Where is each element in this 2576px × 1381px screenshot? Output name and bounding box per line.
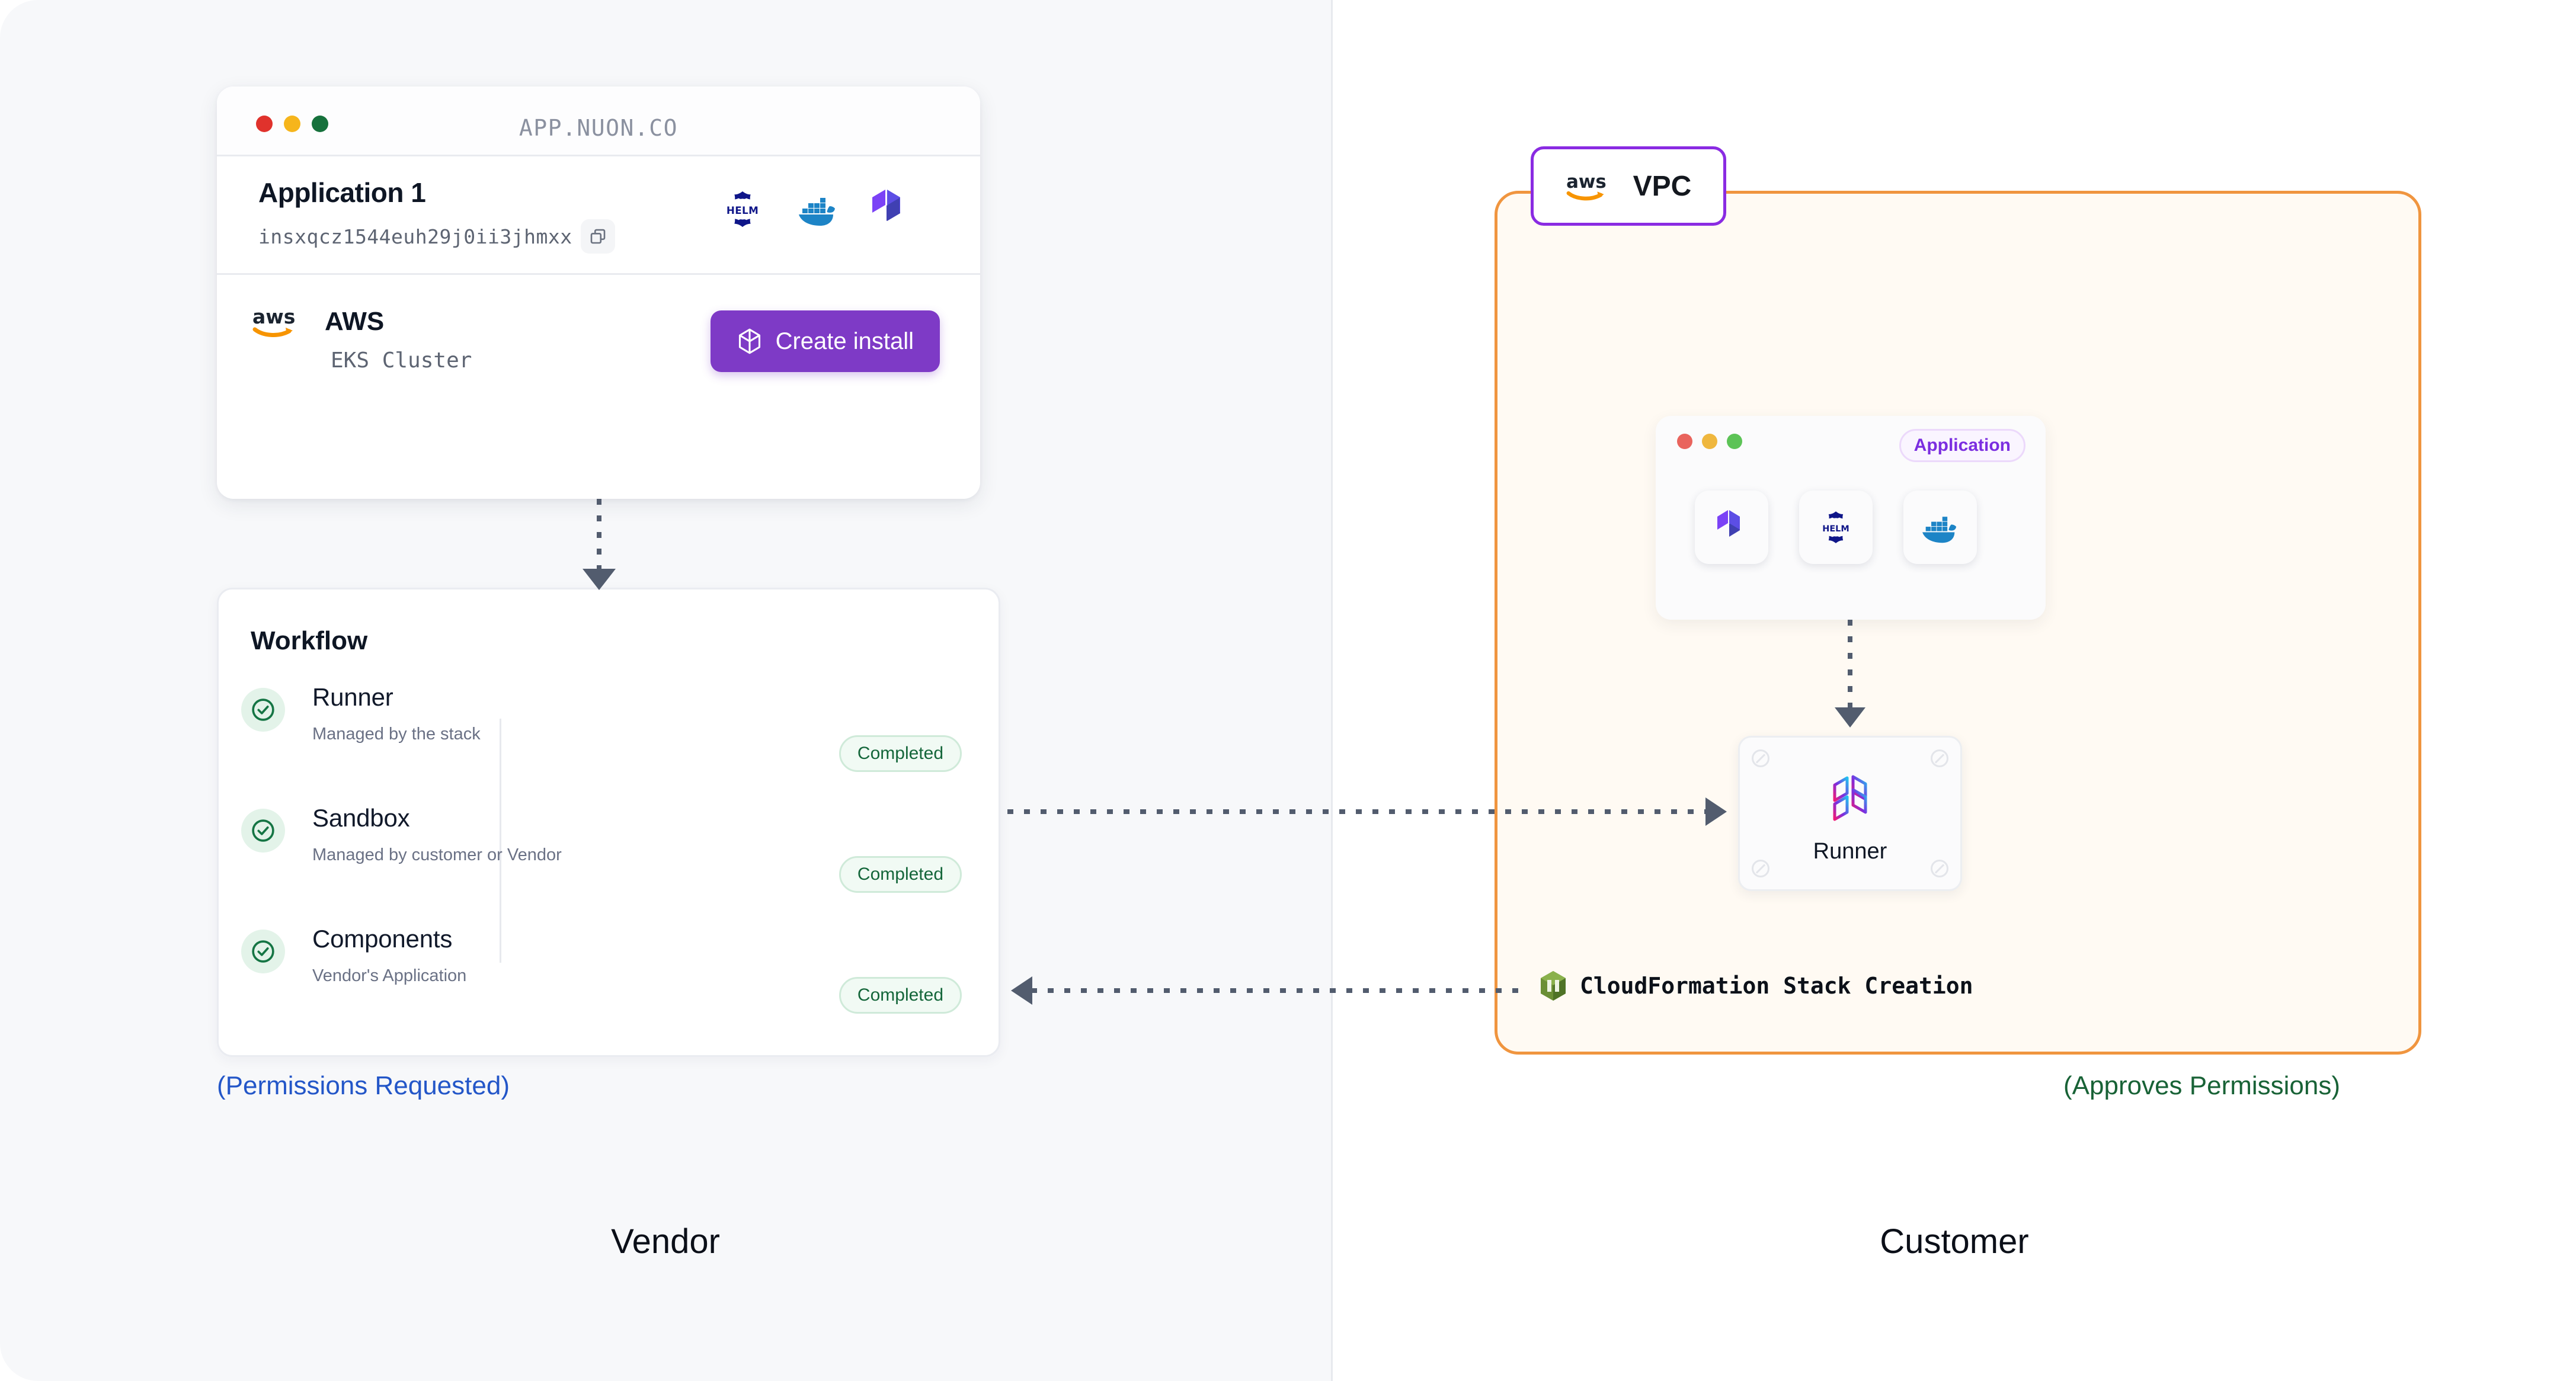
helm-icon: HELM [721, 187, 764, 231]
permissions-requested-note: (Permissions Requested) [217, 1071, 510, 1100]
aws-provider-subtitle: EKS Cluster [331, 348, 472, 373]
svg-text:HELM: HELM [1822, 524, 1849, 534]
create-install-label: Create install [775, 328, 914, 354]
copy-id-button[interactable] [580, 219, 615, 254]
svg-text:aws: aws [1566, 171, 1607, 193]
workflow-step-name: Sandbox [312, 804, 410, 832]
nuon-hexagon-icon [1819, 766, 1881, 831]
aws-vpc-container [1495, 191, 2421, 1055]
application-id: insxqcz1544euh29j0ii3jhmxx [258, 225, 572, 248]
docker-icon [1919, 510, 1961, 544]
status-badge: Completed [839, 735, 962, 772]
cloud-provider-row: aws AWS EKS Cluster Create ins [217, 275, 980, 417]
aws-logo: aws [1566, 169, 1620, 203]
vpc-label-text: VPC [1633, 170, 1692, 202]
check-circle-icon [241, 688, 285, 732]
application-id-row: insxqcz1544euh29j0ii3jhmxx [258, 219, 953, 254]
customer-application-window: Application [1656, 416, 2046, 620]
status-badge: Completed [839, 977, 962, 1014]
workflow-step-name: Components [312, 925, 453, 953]
vendor-browser-window: APP.NUON.CO Application 1 insxqcz1544euh… [217, 86, 980, 499]
window-controls [256, 116, 328, 132]
technology-icons: HELM [721, 187, 909, 231]
screw-icon [1931, 749, 1948, 767]
helm-tile[interactable]: HELM [1799, 491, 1873, 564]
docker-icon [795, 191, 840, 228]
terraform-tile[interactable] [1695, 491, 1768, 564]
browser-url-bar[interactable]: APP.NUON.CO [519, 115, 679, 141]
check-circle-icon [241, 930, 285, 973]
aws-cloudformation-icon [1540, 970, 1567, 1001]
pane-divider [1331, 0, 1333, 1381]
approves-permissions-note: (Approves Permissions) [2063, 1071, 2341, 1100]
terraform-icon [1716, 509, 1748, 546]
screw-icon [1752, 749, 1769, 767]
svg-text:aws: aws [252, 305, 295, 328]
terraform-icon [871, 188, 909, 230]
maximize-window-button[interactable] [312, 116, 328, 132]
runner-node[interactable]: Runner [1738, 736, 1962, 891]
workflow-step-components[interactable]: Components Vendor's Application Complete… [219, 925, 999, 1046]
screw-icon [1752, 860, 1769, 877]
workflow-card: Workflow Runner Managed by the stack Com… [217, 588, 1000, 1057]
workflow-step-list: Runner Managed by the stack Completed Sa… [219, 683, 999, 1046]
application-badge: Application [1899, 429, 2025, 462]
workflow-step-runner[interactable]: Runner Managed by the stack Completed [219, 683, 999, 804]
workflow-rail [500, 719, 501, 963]
application-title: Application 1 [258, 177, 426, 208]
minimize-window-button[interactable] [284, 116, 300, 132]
aws-provider-block: aws AWS EKS Cluster [252, 303, 472, 373]
status-badge: Completed [839, 856, 962, 893]
cube-icon [737, 327, 763, 355]
copy-icon [589, 228, 607, 245]
application-header-row: Application 1 insxqcz1544euh29j0ii3jhmxx [217, 156, 980, 275]
aws-provider-name: AWS [325, 307, 385, 336]
customer-label: Customer [1880, 1222, 2029, 1261]
aws-vpc-label: aws VPC [1531, 146, 1726, 226]
helm-icon: HELM [1816, 508, 1855, 547]
create-install-button[interactable]: Create install [710, 310, 940, 372]
browser-titlebar: APP.NUON.CO [217, 86, 980, 156]
cloudformation-row: CloudFormation Stack Creation [1540, 970, 1973, 1001]
cloudformation-label: CloudFormation Stack Creation [1580, 973, 1973, 999]
vendor-label: Vendor [611, 1222, 720, 1261]
workflow-step-sandbox[interactable]: Sandbox Managed by customer or Vendor Co… [219, 804, 999, 925]
screw-icon [1931, 860, 1948, 877]
window-controls [1677, 434, 1742, 449]
minimize-window-button[interactable] [1702, 434, 1717, 449]
workflow-step-name: Runner [312, 683, 393, 711]
workflow-title: Workflow [251, 626, 368, 655]
maximize-window-button[interactable] [1727, 434, 1742, 449]
workflow-step-desc: Managed by customer or Vendor [312, 845, 562, 864]
aws-logo: aws [252, 303, 309, 340]
svg-text:HELM: HELM [727, 204, 759, 216]
runner-label: Runner [1813, 839, 1887, 864]
workflow-step-desc: Vendor's Application [312, 966, 467, 985]
close-window-button[interactable] [1677, 434, 1692, 449]
application-icon-tiles: HELM [1695, 491, 1977, 564]
check-circle-icon [241, 809, 285, 853]
close-window-button[interactable] [256, 116, 273, 132]
workflow-step-desc: Managed by the stack [312, 725, 481, 744]
docker-tile[interactable] [1903, 491, 1977, 564]
